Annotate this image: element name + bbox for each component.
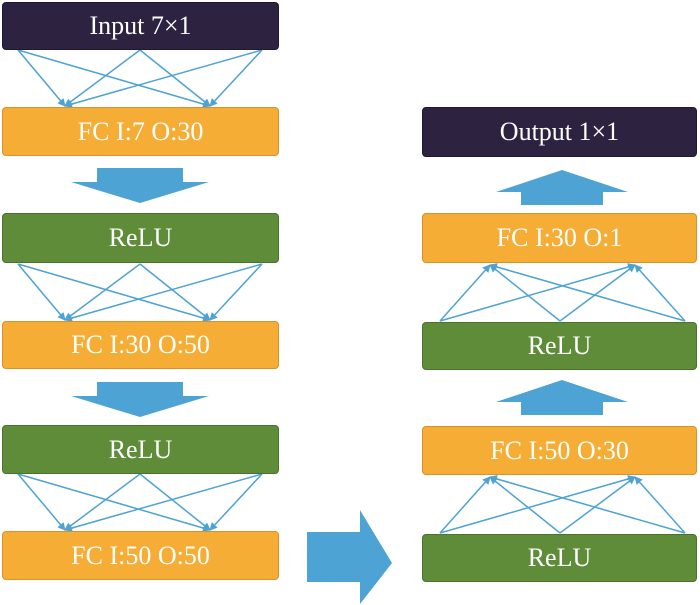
down-arrow-fc1-to-relu1 <box>71 168 209 203</box>
input-node: Input 7×1 <box>2 2 279 50</box>
up-arrow-fc5-to-output <box>496 170 628 205</box>
relu3-node: ReLU <box>422 534 697 582</box>
down-arrow-fc2-to-relu2 <box>71 382 209 417</box>
output-node: Output 1×1 <box>422 107 697 157</box>
connections-relu1-to-fc2 <box>17 263 263 322</box>
fc2-node: FC I:30 O:50 <box>2 321 279 369</box>
relu1-node: ReLU <box>2 213 279 263</box>
up-arrow-fc4-to-relu4 <box>496 380 628 415</box>
relu4-node: ReLU <box>422 322 697 370</box>
right-arrow-to-right-column <box>307 510 392 604</box>
connections-input-to-fc1 <box>17 49 263 108</box>
connections-relu3-to-fc4 <box>439 475 686 534</box>
connections-relu2-to-fc3 <box>17 473 263 532</box>
connections-relu4-to-fc5 <box>439 263 686 322</box>
fc4-node: FC I:50 O:30 <box>422 426 697 475</box>
relu2-node: ReLU <box>2 425 279 474</box>
fc3-node: FC I:50 O:50 <box>2 531 279 580</box>
fc5-node: FC I:30 O:1 <box>422 213 697 263</box>
fc1-node: FC I:7 O:30 <box>2 107 279 156</box>
